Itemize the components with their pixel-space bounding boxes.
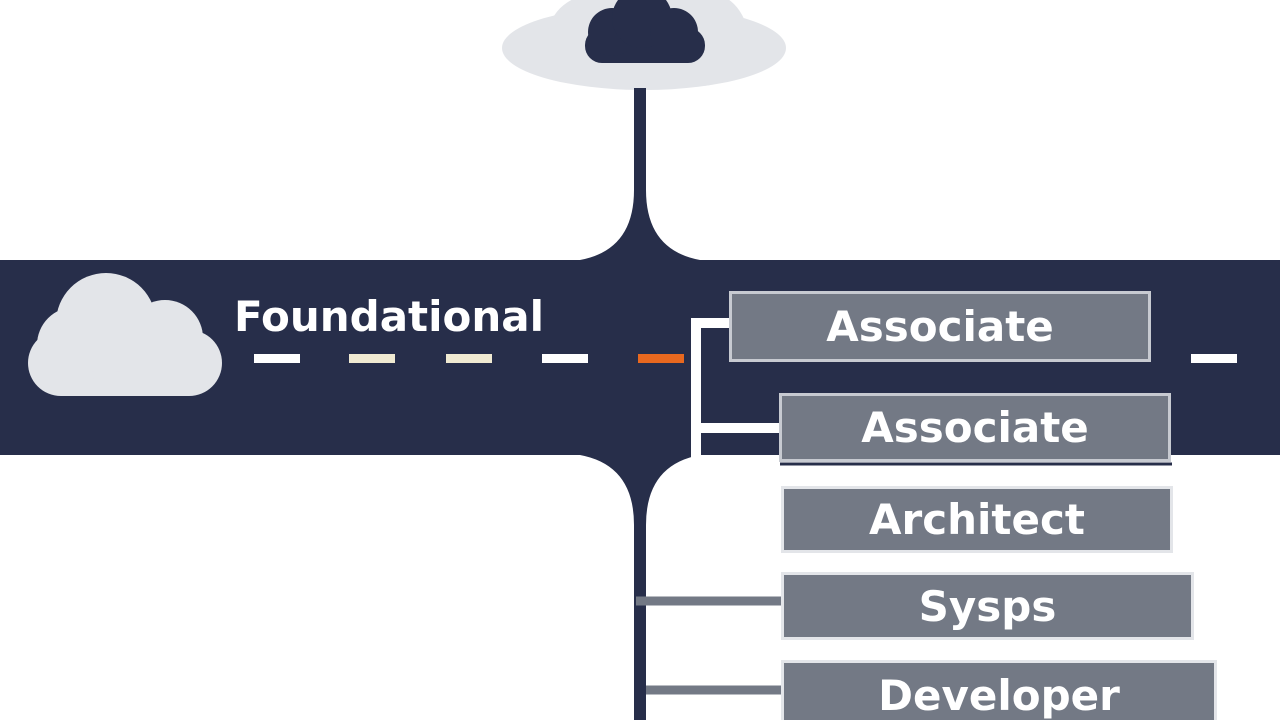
path-dash: [542, 354, 588, 363]
top-cloud-icon: [502, 0, 786, 90]
tier-box-associate: Associate: [729, 291, 1151, 362]
path-dash: [349, 354, 395, 363]
tier-box-developer: Developer: [781, 660, 1217, 720]
tier-box-associate-secondary: Associate: [779, 393, 1171, 462]
path-dash-highlight: [638, 354, 684, 363]
bottom-connector: [580, 455, 700, 720]
small-cloud-icon: [585, 0, 705, 63]
tier-box-sysops: Sysps: [781, 572, 1194, 640]
band-label: Foundational: [234, 292, 545, 341]
top-connector: [580, 88, 700, 260]
tier-connector: [691, 318, 733, 460]
path-dash: [254, 354, 300, 363]
path-dash: [1191, 354, 1237, 363]
path-dash: [446, 354, 492, 363]
left-cloud-icon: [28, 273, 222, 396]
tier-box-architect: Architect: [781, 486, 1173, 553]
